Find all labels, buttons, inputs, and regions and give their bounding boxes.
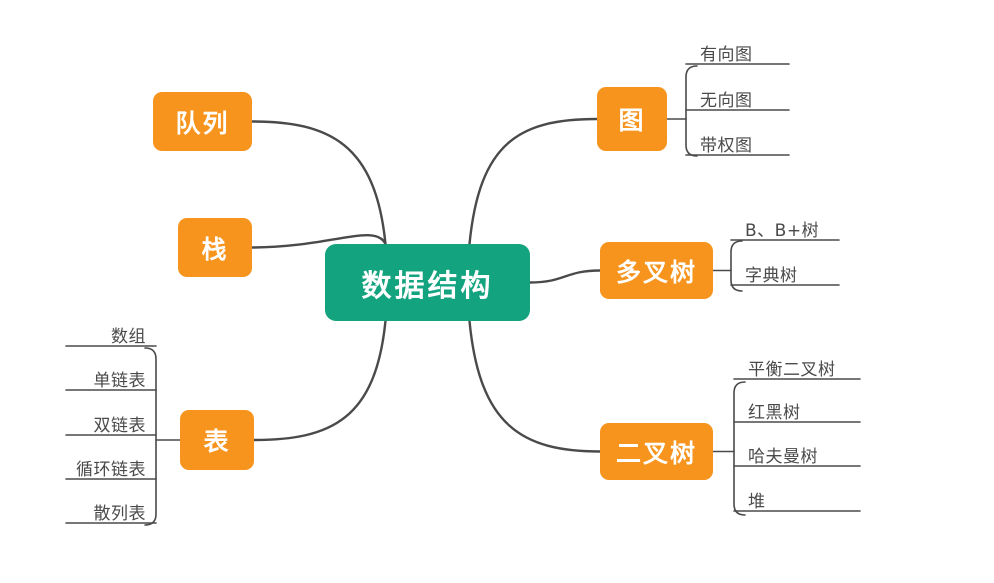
spine-binary-tree — [733, 381, 746, 516]
leaf-label: 红黑树 — [748, 403, 801, 423]
leaf-label: 数组 — [111, 327, 146, 347]
leaf-binary-tree-3[interactable]: 堆 — [748, 487, 766, 512]
leaf-list-3[interactable]: 循环链表 — [0, 455, 146, 480]
leaf-binary-tree-0[interactable]: 平衡二叉树 — [748, 355, 836, 380]
leaf-graph-0[interactable]: 有向图 — [700, 40, 753, 65]
spine-list — [144, 347, 157, 526]
leaf-label: 平衡二叉树 — [748, 360, 836, 380]
branch-node-stack[interactable]: 栈 — [178, 218, 252, 277]
leaf-label: 有向图 — [700, 45, 753, 65]
connector-root-to-binary-tree — [468, 319, 602, 453]
leaf-label: B、B+树 — [745, 221, 820, 241]
spine-multiway-tree — [730, 240, 743, 292]
spine-graph — [685, 65, 698, 157]
connector-root-to-graph — [468, 117, 599, 246]
branch-node-list[interactable]: 表 — [180, 410, 254, 470]
branch-node-binary-tree[interactable]: 二叉树 — [600, 423, 713, 480]
leaf-binary-tree-2[interactable]: 哈夫曼树 — [748, 442, 818, 467]
leaf-binary-tree-1[interactable]: 红黑树 — [748, 398, 801, 423]
leaf-multiway-tree-1[interactable]: 字典树 — [745, 261, 798, 286]
branch-node-graph[interactable]: 图 — [597, 87, 667, 151]
root-node-label: 数据结构 — [361, 268, 494, 304]
branch-node-label: 图 — [618, 106, 646, 135]
leaf-label: 散列表 — [93, 504, 146, 524]
root-node-data-structure[interactable]: 数据结构 — [325, 244, 530, 321]
branch-node-label: 队列 — [175, 108, 230, 138]
leaf-list-4[interactable]: 散列表 — [0, 499, 146, 524]
leaf-label: 字典树 — [745, 266, 798, 286]
leaf-list-0[interactable]: 数组 — [0, 322, 146, 347]
leaf-list-1[interactable]: 单链表 — [0, 366, 146, 391]
leaf-label: 单链表 — [93, 371, 146, 391]
leaf-label: 哈夫曼树 — [748, 447, 818, 467]
leaf-label: 带权图 — [700, 136, 753, 156]
leaf-multiway-tree-0[interactable]: B、B+树 — [745, 216, 819, 241]
branch-node-queue[interactable]: 队列 — [153, 92, 252, 151]
branch-node-label: 栈 — [201, 234, 229, 264]
leaf-graph-1[interactable]: 无向图 — [700, 86, 753, 111]
leaf-list-2[interactable]: 双链表 — [0, 411, 146, 436]
branch-node-label: 多叉树 — [615, 257, 697, 287]
branch-node-label: 表 — [203, 427, 231, 456]
connector-root-to-list — [252, 319, 387, 442]
leaf-label: 双链表 — [93, 416, 146, 436]
leaf-label: 无向图 — [700, 91, 753, 111]
branch-node-multiway-tree[interactable]: 多叉树 — [600, 242, 713, 299]
connector-root-to-queue — [250, 120, 387, 246]
leaf-label: 堆 — [748, 492, 766, 512]
branch-node-label: 二叉树 — [615, 438, 697, 468]
leaf-graph-2[interactable]: 带权图 — [700, 131, 753, 156]
leaf-label: 循环链表 — [76, 460, 146, 480]
connector-root-to-multiway-tree — [528, 269, 602, 284]
